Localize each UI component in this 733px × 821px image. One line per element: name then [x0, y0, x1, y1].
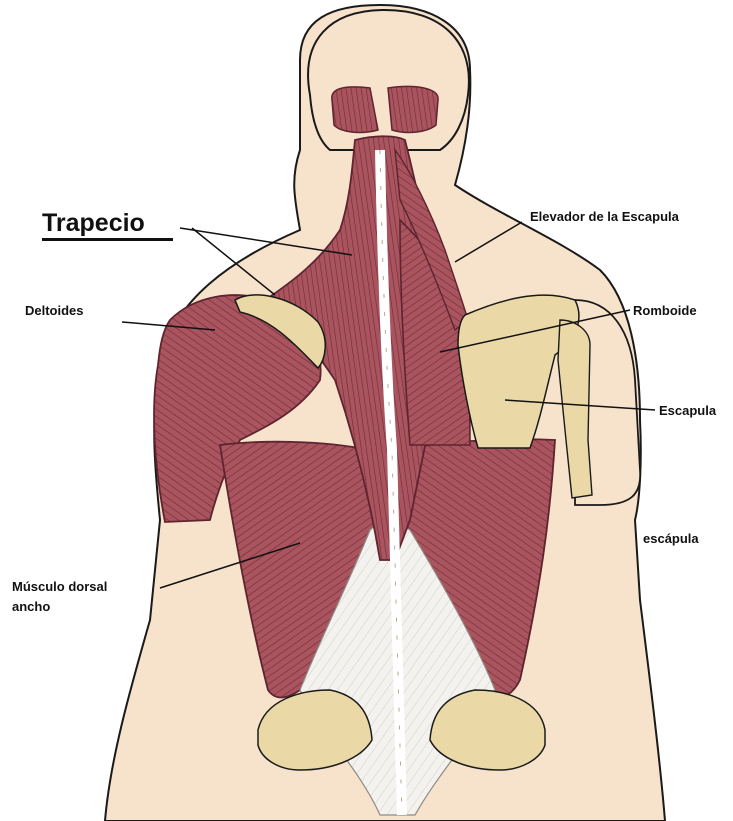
label-trapecio-underline — [42, 238, 173, 241]
label-trapecio: Trapecio — [42, 208, 145, 238]
head — [308, 10, 469, 150]
label-escapula: Escapula — [659, 402, 716, 419]
occipital-left — [332, 87, 378, 133]
label-dorsal-line1: Músculo dorsal — [12, 578, 107, 595]
label-elevador: Elevador de la Escapula — [530, 208, 679, 225]
label-escapula-lower: escápula — [643, 530, 699, 547]
label-dorsal-line2: ancho — [12, 598, 50, 615]
occipital-right — [388, 87, 438, 133]
label-deltoides: Deltoides — [25, 302, 84, 319]
label-romboide: Romboide — [633, 302, 697, 319]
